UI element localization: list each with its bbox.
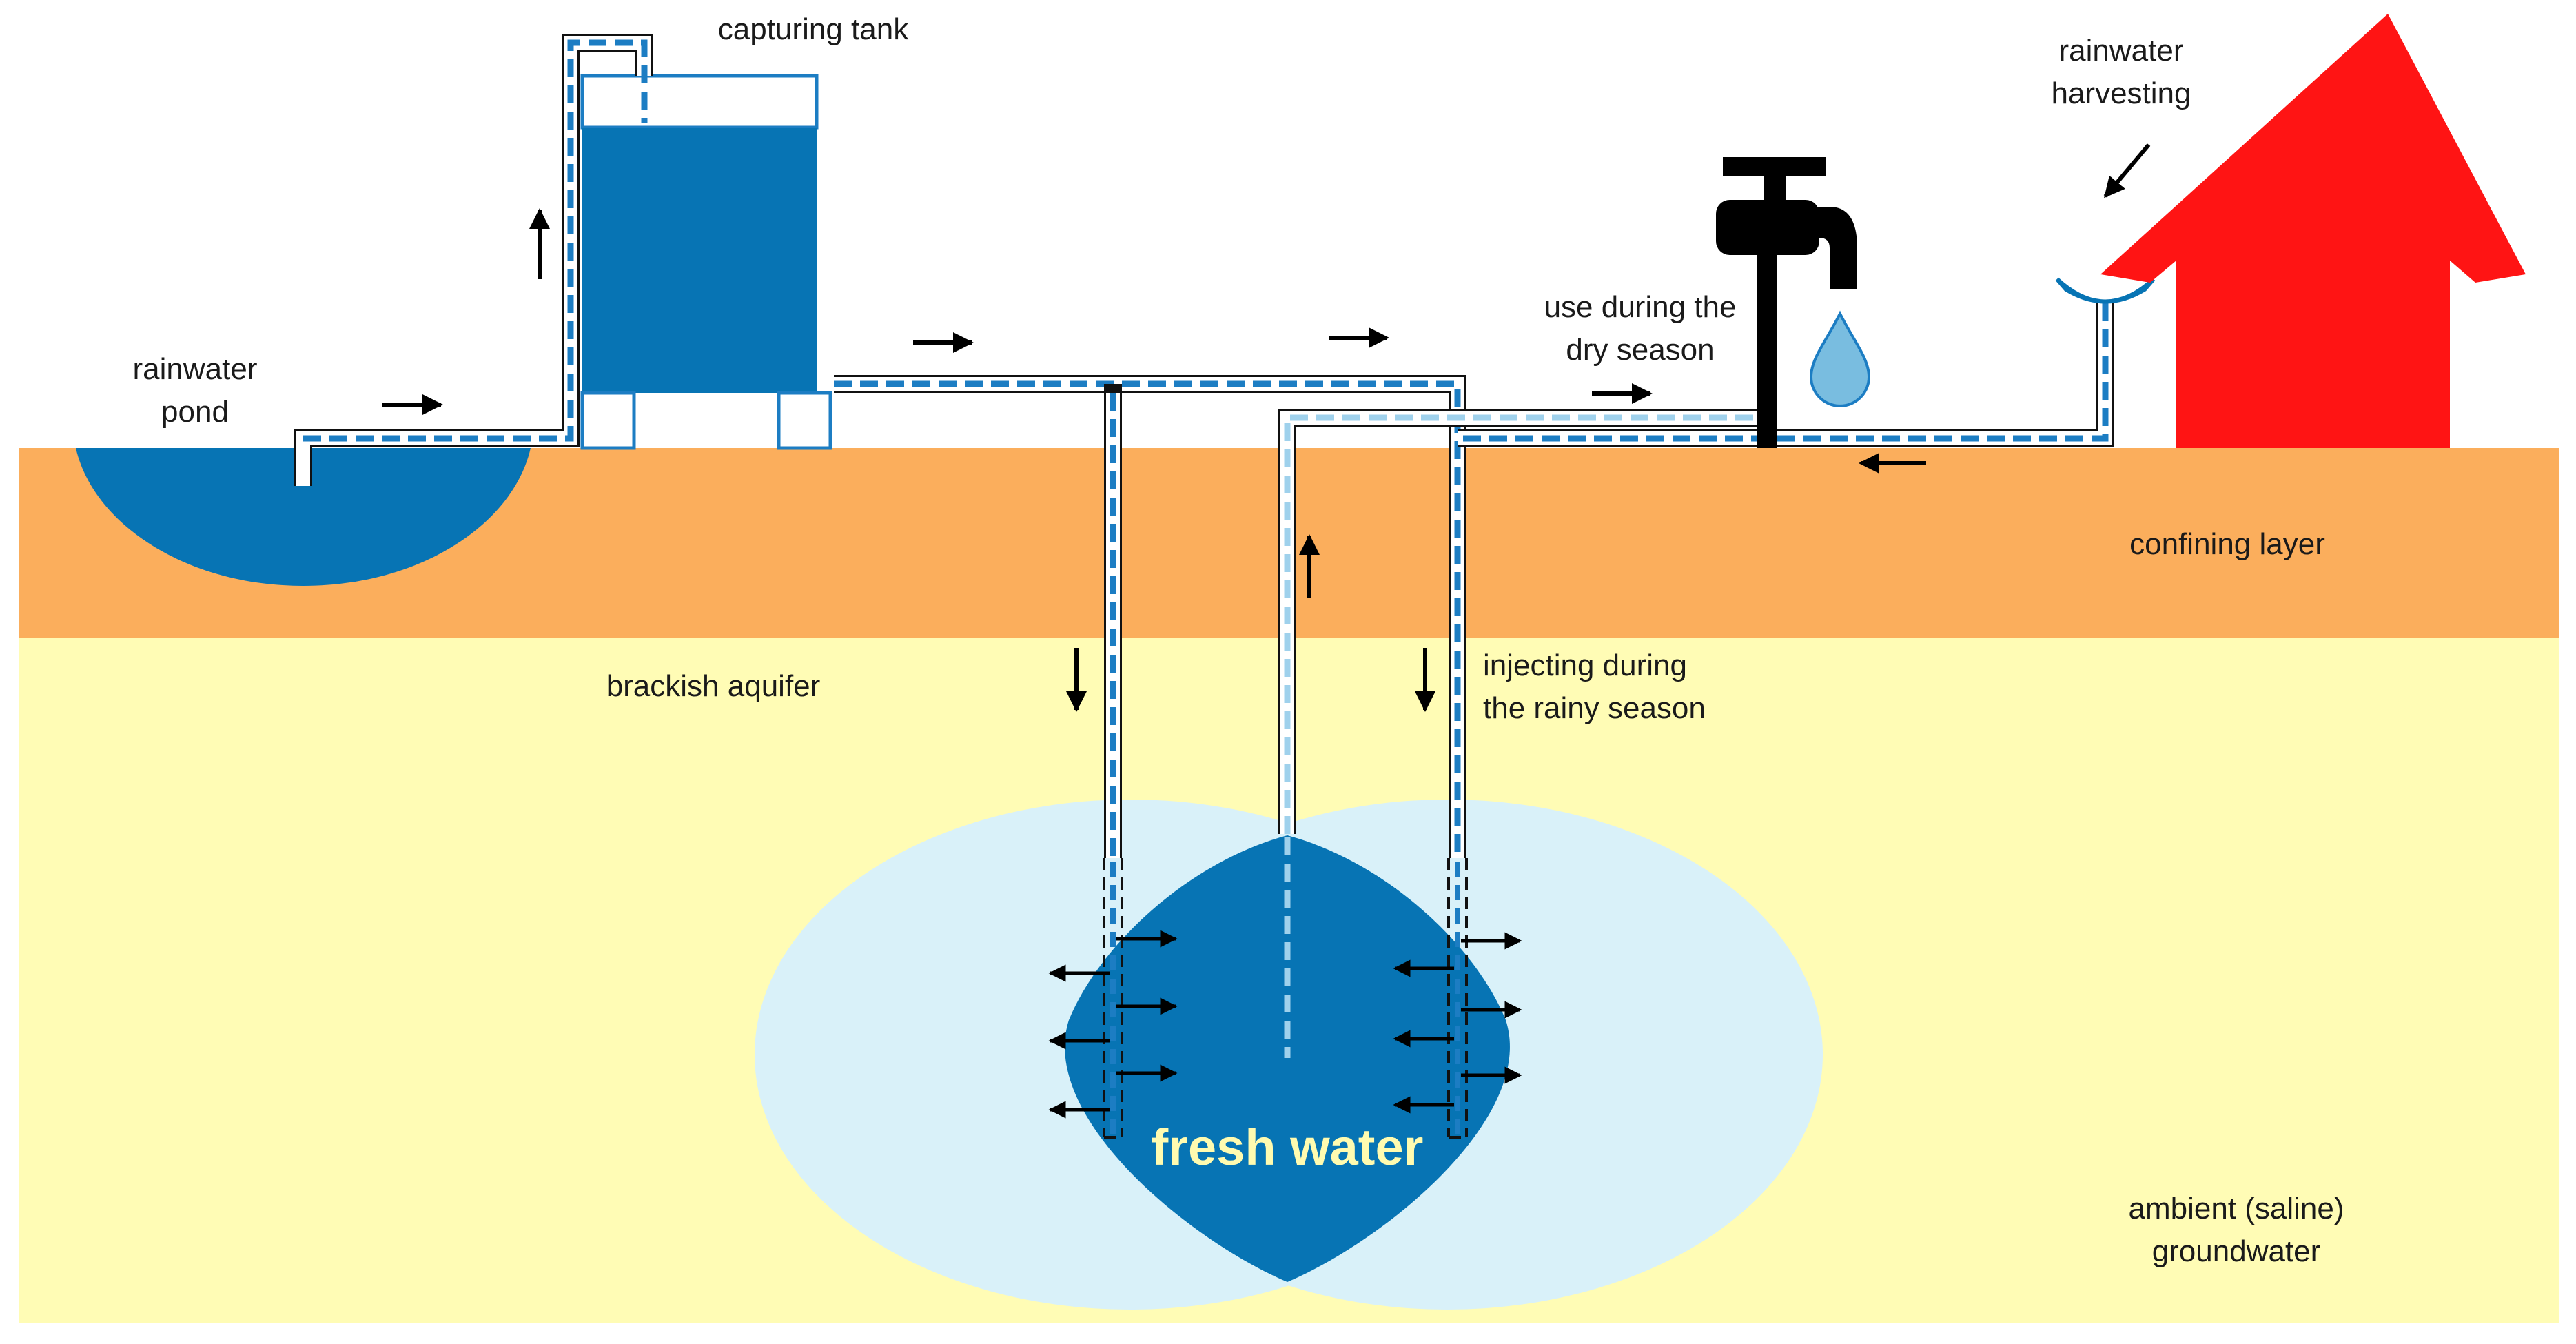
water-tap-icon [1716,157,1857,448]
house-icon [2100,14,2526,448]
label-injecting-1: injecting during [1483,649,1687,682]
capturing-tank [580,74,832,450]
label-rainwater-harvesting-2: harvesting [2051,77,2191,110]
well-screens [1103,858,1468,1139]
label-rainwater-pond-1: rainwater [133,352,258,386]
label-injecting-2: the rainy season [1483,691,1706,725]
label-ambient-1: ambient (saline) [2128,1192,2344,1225]
label-rainwater-harvesting-1: rainwater [2059,34,2184,68]
label-use-dry-season-2: dry season [1566,333,1714,367]
label-ambient-2: groundwater [2152,1234,2321,1268]
label-capturing-tank: capturing tank [718,12,909,46]
label-fresh-water: fresh water [1152,1119,1424,1176]
water-droplet-icon [1809,310,1871,407]
rain-gutter-icon [2055,277,2156,304]
label-confining-layer: confining layer [2129,527,2325,561]
flow-arrows [382,143,2151,712]
pipe-network [294,34,2114,1058]
injection-arrows [1048,930,1522,1119]
label-use-dry-season-1: use during the [1544,290,1737,324]
rainwater-pond [76,448,531,586]
label-rainwater-pond-2: pond [161,395,229,429]
label-brackish-aquifer: brackish aquifer [606,669,821,703]
